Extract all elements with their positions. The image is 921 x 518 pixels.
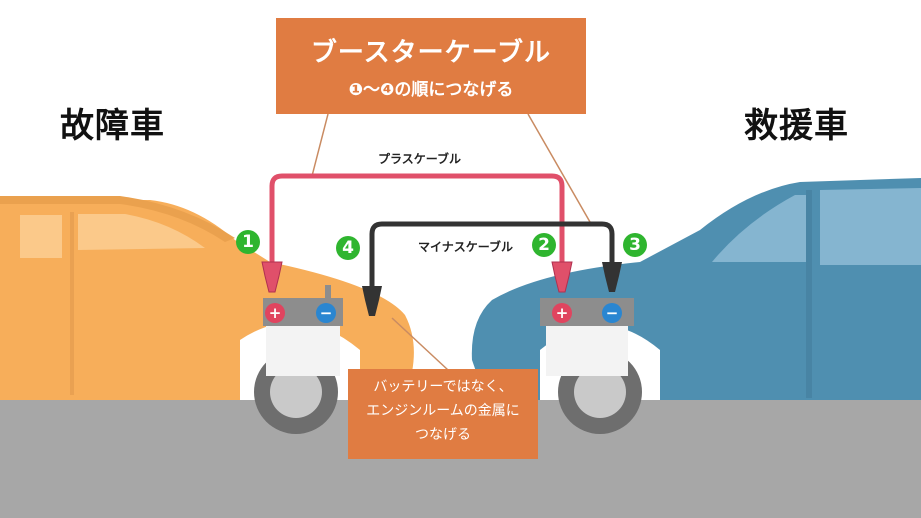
step-1-badge: 1 [236, 230, 260, 254]
rescue-car [471, 178, 921, 434]
clamp-1 [261, 261, 283, 293]
broken-car-label: 故障車 [60, 106, 165, 146]
clamp-2 [551, 261, 573, 293]
step-4-badge: 4 [336, 236, 360, 260]
plus-cable-label: プラスケーブル [378, 152, 462, 166]
plus-terminal-label: + [556, 304, 569, 322]
leader-line [391, 317, 449, 371]
leader-line [311, 113, 329, 177]
subtitle: ❶〜❹の順につなげる [348, 80, 514, 100]
clamp-4 [362, 286, 382, 316]
minus-terminal-label: − [606, 304, 619, 322]
clamp-3 [602, 262, 622, 292]
step-3-badge: 3 [623, 233, 647, 257]
step-2-badge: 2 [532, 233, 556, 257]
minus-cable-label: マイナスケーブル [418, 240, 514, 254]
leader-line [527, 113, 591, 223]
minus-terminal-label: − [320, 304, 333, 322]
title: ブースターケーブル [310, 38, 552, 68]
plus-cable [269, 173, 565, 262]
booster-cable-title-box: ブースターケーブル ❶〜❹の順につなげる [276, 18, 586, 114]
rescue-car-battery: + − [540, 298, 634, 376]
rescue-car-label: 救援車 [744, 106, 849, 146]
ground-note-box: バッテリーではなく、 エンジンルームの金属に つなげる [348, 369, 538, 459]
broken-car-battery: + − [263, 285, 343, 376]
minus-cable [369, 221, 615, 288]
plus-terminal-label: + [269, 304, 282, 322]
